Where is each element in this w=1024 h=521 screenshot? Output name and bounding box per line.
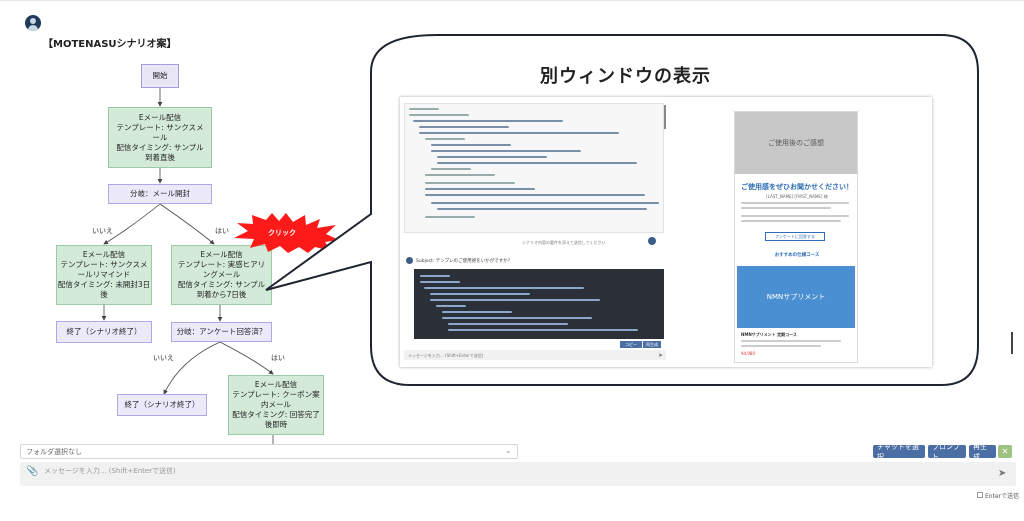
select-chat-button[interactable]: チャットを選択 (873, 443, 925, 461)
page-title: 【MOTENASUシナリオ案】 (43, 39, 177, 50)
inner-note: シナリオ内容の要件を添えて送信してください (522, 240, 606, 245)
window-screenshot: シナリオ内容の要件を添えて送信してください Subject: テンプレのご使用感… (400, 97, 932, 367)
preview-hero-image: ご使用後のご感想 (735, 112, 857, 174)
preview-product-image: NMNサプリメント (737, 266, 855, 328)
question-text: Subject: テンプレのご使用感をいかがですか？ (416, 259, 513, 264)
user-avatar-icon (406, 257, 413, 264)
flow-label-no: いいえ (92, 227, 113, 235)
regenerate-button[interactable]: 再生成 (969, 443, 996, 461)
flow-email-hearing: Eメール配信 テンプレート: 実感ヒアリ ングメール 配信タイミング: サンプル… (171, 245, 272, 305)
flow-branch-survey: 分岐：アンケート回答済？ (171, 322, 272, 342)
avatar (25, 15, 41, 31)
inner-send-icon[interactable]: ➤ (658, 352, 664, 359)
flow-end-2: 終了（シナリオ終了） (117, 394, 207, 416)
callout-title: 別ウィンドウの表示 (540, 66, 711, 87)
flow-start: 開始 (141, 64, 179, 88)
assistant-avatar-icon (648, 237, 656, 245)
enter-to-send-label: Enterで送信 (985, 493, 1020, 500)
inner-input[interactable] (404, 350, 666, 360)
close-icon[interactable]: ✕ (998, 445, 1012, 458)
preview-subtitle: [LAST_NAME] [FIRST_NAME] 様 (766, 194, 828, 199)
code-block (404, 103, 664, 233)
send-icon[interactable]: ➤ (998, 468, 1007, 479)
click-burst-icon (234, 213, 339, 253)
paperclip-icon[interactable]: 📎 (26, 466, 39, 477)
preview-course-link[interactable]: おすすめの仕様コース (774, 253, 820, 258)
message-input-placeholder: メッセージを入力... (Shift+Enterで送信) (44, 467, 176, 475)
click-label: クリック (268, 229, 296, 237)
inner-input-placeholder: メッセージを入力... (Shift+Enterで送信) (408, 353, 484, 358)
folder-select[interactable] (20, 444, 518, 459)
code-scrollbar[interactable] (664, 105, 666, 129)
preview-survey-button[interactable]: アンケートに回答する (765, 232, 825, 241)
page-scrollbar[interactable] (1011, 332, 1013, 354)
preview-product-title: NMNサプリメント 定期コース (741, 332, 797, 337)
prompt-button[interactable]: プロンプト (928, 443, 966, 461)
inner-copy-button[interactable]: コピー (620, 341, 642, 348)
flow-end-1: 終了（シナリオ終了） (56, 321, 152, 343)
email-preview: ご使用後のご感想 ご使用感をぜひお聞かせください！ [LAST_NAME] [F… (734, 111, 858, 363)
top-divider (0, 0, 1024, 1)
enter-to-send-checkbox[interactable] (977, 492, 983, 498)
preview-heading: ご使用感をぜひお聞かせください！ (741, 183, 853, 191)
chevron-down-icon[interactable]: ⌄ (505, 446, 512, 455)
inner-regen-button[interactable]: 再生成 (643, 341, 661, 348)
message-input[interactable] (20, 462, 1016, 486)
flow-branch-open: 分岐：メール開封 (108, 184, 212, 204)
preview-product-price: ¥4,980 (741, 351, 755, 356)
folder-select-value: フォルダ選択なし (26, 448, 82, 456)
flow-label-no-2: いいえ (153, 354, 174, 362)
flow-label-yes: はい (215, 227, 229, 235)
dark-code-block (414, 269, 664, 339)
flow-email-coupon: Eメール配信 テンプレート: クーポン案 内メール 配信タイミング: 回答完了 … (228, 375, 324, 435)
flow-email-remind: Eメール配信 テンプレート: サンクスメ ールリマインド 配信タイミング: 未開… (56, 245, 152, 305)
flow-label-yes-2: はい (271, 354, 285, 362)
flow-email-thanks: Eメール配信 テンプレート: サンクスメ ール 配信タイミング: サンプル 到着… (108, 107, 212, 168)
